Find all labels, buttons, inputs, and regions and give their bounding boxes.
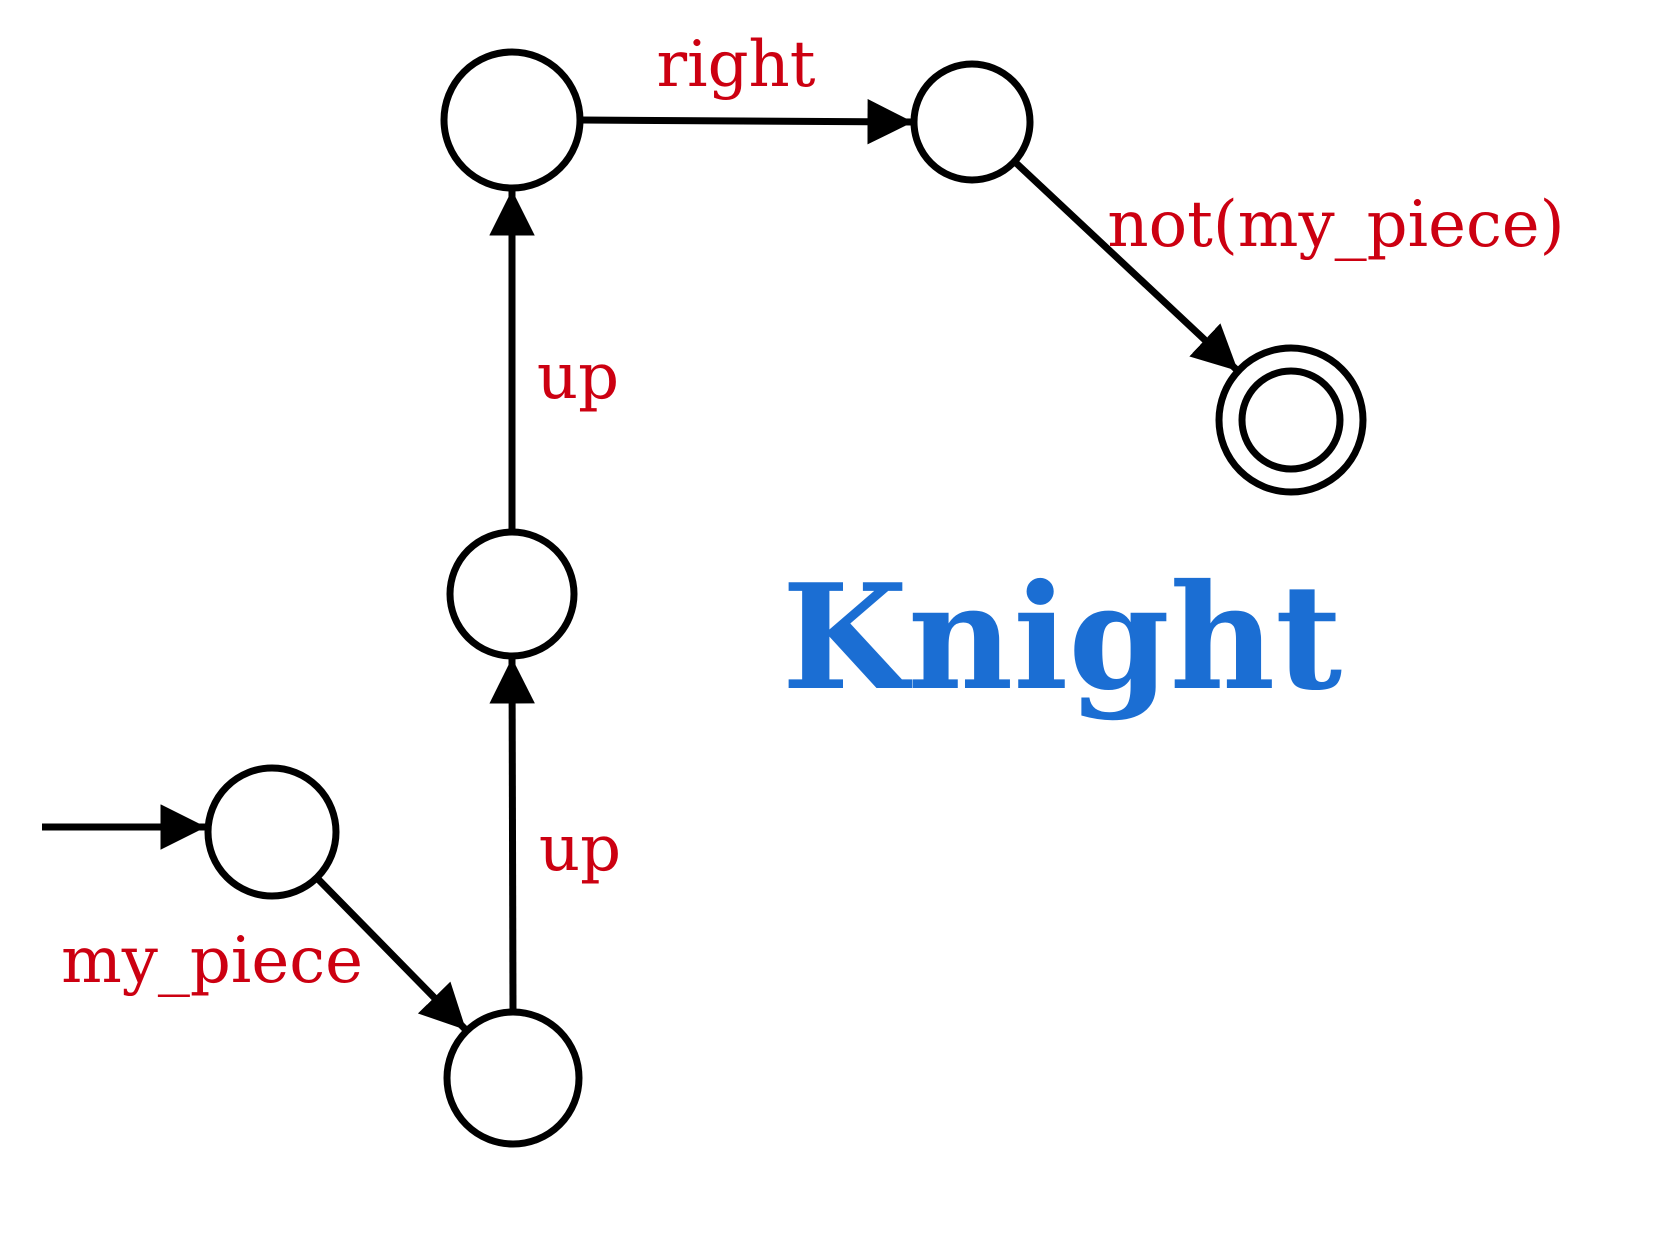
transition-up-lower-arrow <box>489 657 535 1012</box>
state-after-up-2 <box>440 48 584 192</box>
state-after-my-piece <box>443 1008 583 1148</box>
transition-label-right: right <box>657 28 816 102</box>
state-accept-inner-ring <box>1238 367 1344 473</box>
state-after-up-1 <box>446 528 578 660</box>
transition-my-piece-arrow <box>314 875 469 1033</box>
transition-not-my-piece-arrow <box>1012 159 1241 374</box>
state-start <box>204 764 340 900</box>
state-after-right <box>910 60 1034 184</box>
transition-label-not-my-piece: not(my_piece) <box>1107 188 1564 262</box>
transition-right-arrow <box>580 98 914 145</box>
transition-label-up-lower: up <box>539 812 621 886</box>
transition-label-up-upper: up <box>537 340 619 414</box>
transition-label-my-piece: my_piece <box>61 924 363 998</box>
diagram-title: Knight <box>782 553 1342 723</box>
